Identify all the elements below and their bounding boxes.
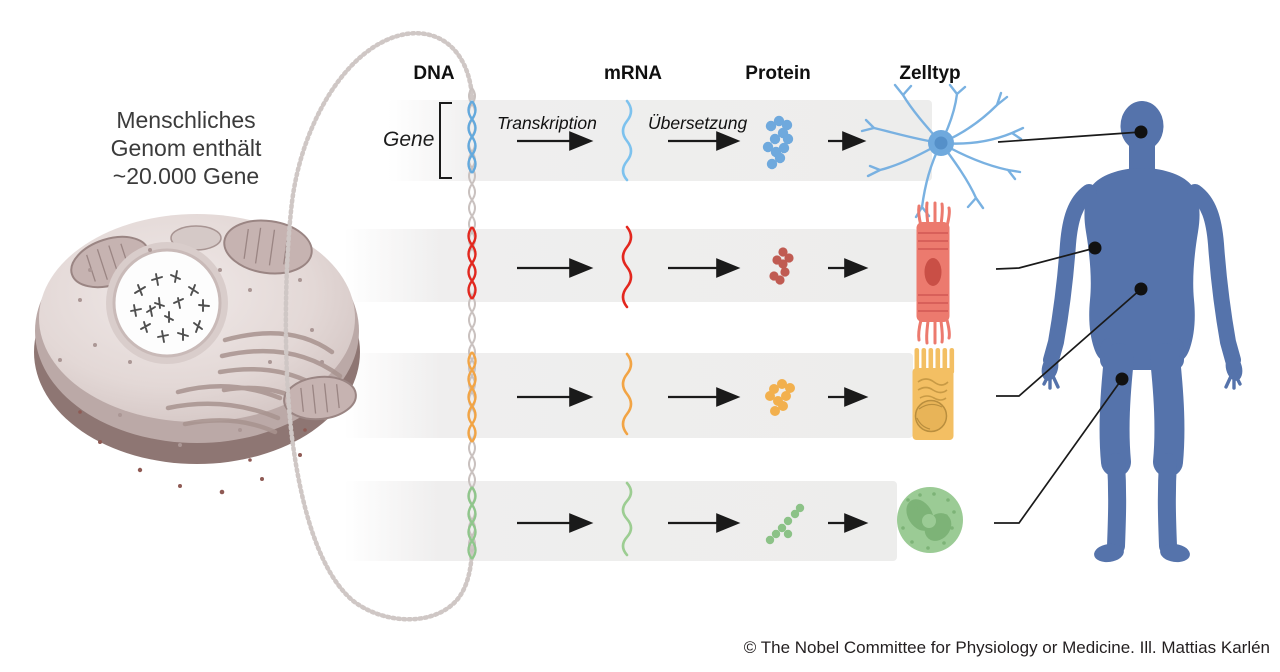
column-label-zelltyp: Zelltyp: [899, 63, 961, 84]
row-bands: [344, 100, 932, 561]
column-label-protein: Protein: [745, 63, 811, 84]
connector-line-nerve: [997, 131, 1142, 143]
connector-line-muscle: [995, 247, 1096, 270]
genome-note-line: Menschliches: [116, 107, 256, 133]
connector-dot-abdomen: [1134, 282, 1148, 296]
cell-illustration: [34, 214, 360, 495]
gene-bracket: [439, 102, 452, 179]
protein-icon-muscle: [769, 247, 794, 285]
genome-note-line: Genom enthält: [110, 135, 262, 161]
genome-note-line: ~20.000 Gene: [112, 163, 260, 189]
gene-segments: [467, 100, 477, 560]
column-label-dna: DNA: [413, 63, 455, 84]
cell-granules: [78, 410, 307, 495]
mrna-icon-intestinal: [621, 352, 633, 436]
gene-segment-intestinal: [467, 351, 477, 443]
row-band-2: [344, 229, 918, 302]
translation-label: Übersetzung: [648, 113, 748, 133]
silhouette-left-leg: [1099, 343, 1134, 477]
protein-icon-intestinal: [765, 379, 795, 416]
column-label-mrna: mRNA: [603, 63, 663, 84]
connector-line-intestinal: [996, 288, 1142, 397]
connector-dot-thigh: [1115, 372, 1129, 386]
copyright-note: © The Nobel Committee for Physiology or …: [743, 638, 1270, 657]
silhouette-right-arm: [1187, 184, 1241, 368]
gene-segment-muscle: [467, 226, 477, 300]
white-blood-cell-icon: [897, 487, 963, 553]
connector-lines: [994, 131, 1142, 524]
nerve-cell-icon: [860, 83, 1025, 219]
gene-segment-nerve: [467, 100, 477, 174]
protein-icon-immune: [765, 503, 805, 545]
transcription-label: Transkription: [497, 113, 597, 133]
gene-label: Gene: [383, 128, 435, 151]
silhouette-right-leg: [1150, 343, 1185, 477]
protein-icon-nerve: [762, 115, 794, 170]
mrna-icon-muscle: [621, 225, 633, 309]
dna-coil-loop: [283, 30, 475, 622]
gene-segment-immune: [467, 486, 477, 560]
connector-dots: [1088, 125, 1148, 386]
connector-dot-arm: [1088, 241, 1102, 255]
cell-nucleus: [106, 242, 228, 364]
dna-strand: [468, 87, 476, 553]
row-band-4: [344, 481, 897, 561]
silhouette-left-arm: [1043, 184, 1097, 368]
ribosome-dots: [58, 248, 324, 447]
human-silhouette: [1041, 101, 1243, 563]
genome-note: Menschliches Genom enthält ~20.000 Gene: [62, 106, 310, 190]
cell-speckles: [901, 492, 956, 550]
mrna-icon-nerve: [621, 99, 633, 182]
mrna-icons: [621, 99, 633, 557]
chromosomes: [130, 270, 210, 343]
process-arrows: [517, 131, 869, 533]
mrna-icon-immune: [621, 481, 633, 557]
connector-dot-head: [1134, 125, 1148, 139]
intestinal-cell-icon: [912, 348, 955, 440]
protein-icons: [762, 115, 805, 545]
connector-line-immune: [994, 378, 1123, 524]
muscle-cell-icon: [916, 201, 951, 345]
row-band-1: [388, 100, 932, 181]
